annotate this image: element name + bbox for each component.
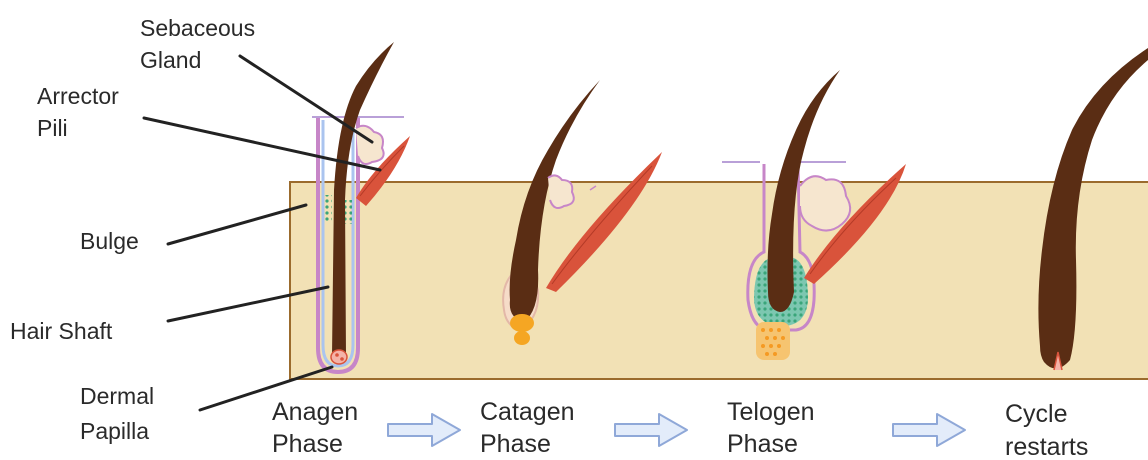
phase-anagen-label: Anagen Phase bbox=[272, 398, 365, 458]
phase-catagen-label: Catagen Phase bbox=[480, 398, 581, 458]
dermal-papilla-label: Dermal Papilla bbox=[80, 383, 161, 444]
arrector-pili-label: Arrector Pili bbox=[37, 83, 125, 141]
arrow-right-icon bbox=[388, 414, 460, 446]
skin-layer bbox=[290, 182, 1148, 379]
sebaceous-gland-label: Sebaceous Gland bbox=[140, 15, 261, 73]
phase-telogen-label: Telogen Phase bbox=[727, 398, 822, 458]
arrow-right-icon bbox=[893, 414, 965, 446]
hair-shaft-label: Hair Shaft bbox=[10, 318, 113, 344]
phase-restart-label: Cycle restarts bbox=[1005, 400, 1088, 460]
bulge-label: Bulge bbox=[80, 228, 139, 254]
arrow-right-icon bbox=[615, 414, 687, 446]
